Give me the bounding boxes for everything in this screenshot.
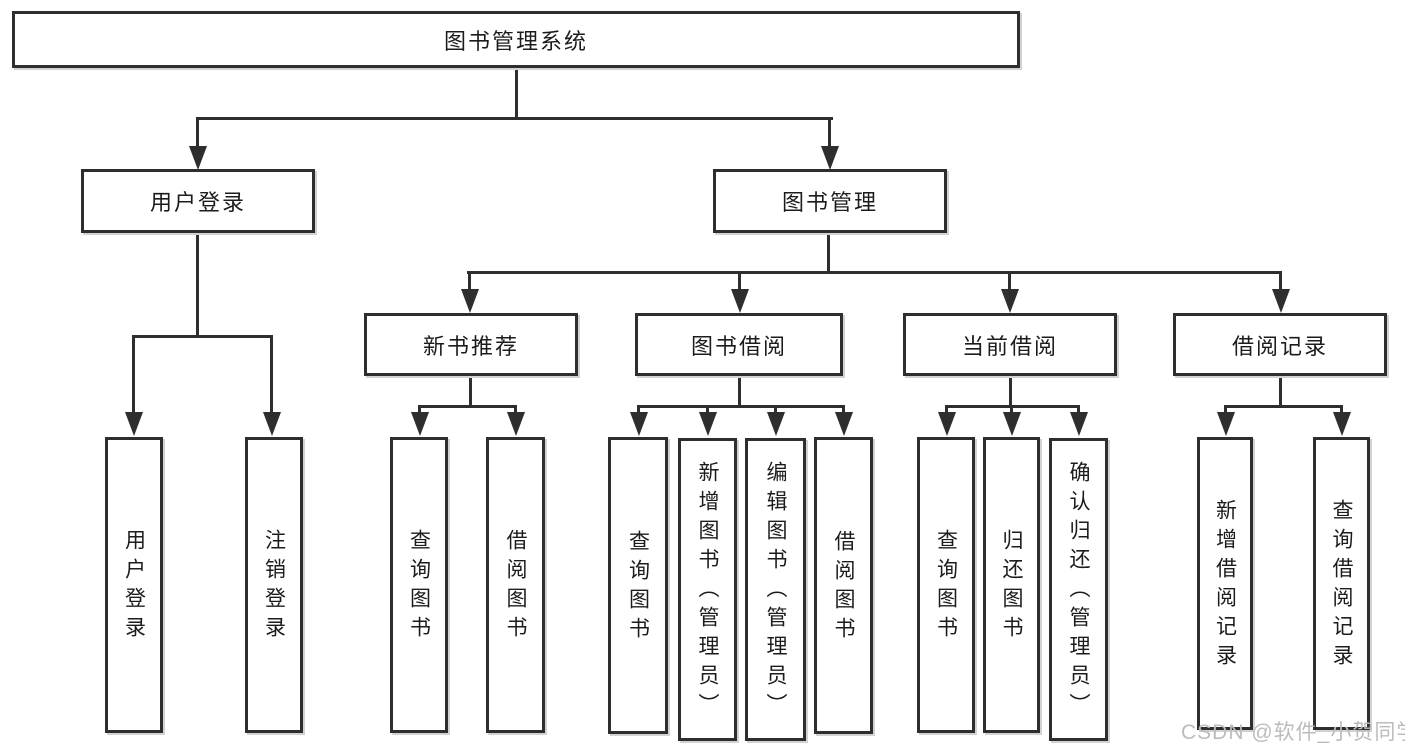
edge-drop-record-add bbox=[1224, 405, 1227, 415]
edge-drop-borrow-record bbox=[1279, 271, 1282, 292]
leaf-borrow-borrow-book: 借阅图书 bbox=[814, 437, 873, 734]
edge-drop-leaf-user-login bbox=[132, 335, 135, 414]
edge-newbook-stem bbox=[469, 376, 472, 408]
edge-drop-record-query bbox=[1340, 405, 1343, 415]
leaf-record-add-borrow-record: 新增借阅记录 bbox=[1197, 437, 1253, 730]
node-borrow-record: 借阅记录 bbox=[1173, 313, 1387, 376]
leaf-current-return-book: 归还图书 bbox=[983, 437, 1040, 733]
arrowhead-bookborrow-query bbox=[630, 412, 648, 436]
edge-drop-newbook-borrow bbox=[514, 405, 517, 415]
arrowhead-current-return bbox=[1003, 412, 1021, 436]
arrowhead-leaf-logout bbox=[263, 412, 281, 436]
node-current-borrow: 当前借阅 bbox=[903, 313, 1117, 376]
edge-borrowrecord-stem bbox=[1279, 376, 1282, 408]
leaf-newbook-query-book: 查询图书 bbox=[390, 437, 448, 733]
edge-bookmgmt-hbar bbox=[467, 271, 1282, 274]
leaf-borrow-add-book-admin: 新增图书（管理员） bbox=[678, 438, 737, 741]
leaf-current-query-book: 查询图书 bbox=[917, 437, 975, 733]
arrowhead-borrow-record bbox=[1272, 289, 1290, 313]
leaf-newbook-borrow-book: 借阅图书 bbox=[486, 437, 545, 733]
leaf-borrow-edit-book-admin: 编辑图书（管理员） bbox=[745, 438, 806, 741]
edge-drop-current-borrow bbox=[1008, 271, 1011, 292]
arrowhead-leaf-user-login bbox=[125, 412, 143, 436]
arrowhead-new-book-recommend bbox=[461, 289, 479, 313]
edge-drop-current-confirm bbox=[1077, 405, 1080, 415]
arrowhead-bookborrow-edit bbox=[767, 412, 785, 436]
leaf-logout: 注销登录 bbox=[245, 437, 303, 733]
node-book-management: 图书管理 bbox=[713, 169, 947, 233]
edge-drop-bookborrow-edit bbox=[774, 405, 777, 415]
edge-currentborrow-stem bbox=[1009, 376, 1012, 408]
csdn-watermark: CSDN @软件_小贺同学 bbox=[1181, 721, 1405, 744]
arrowhead-book-borrow bbox=[731, 289, 749, 313]
edge-drop-book-borrow bbox=[738, 271, 741, 292]
edge-drop-current-return bbox=[1010, 405, 1013, 415]
arrowhead-user-login bbox=[189, 146, 207, 170]
edge-userlogin-stem bbox=[196, 232, 199, 338]
edge-drop-current-query bbox=[945, 405, 948, 415]
edge-userlogin-hbar bbox=[132, 335, 273, 338]
edge-bookborrow-stem bbox=[738, 376, 741, 408]
node-user-login: 用户登录 bbox=[81, 169, 315, 233]
arrowhead-newbook-query bbox=[411, 412, 429, 436]
arrowhead-record-query bbox=[1333, 412, 1351, 436]
edge-drop-book-management bbox=[828, 117, 831, 150]
leaf-borrow-query-book: 查询图书 bbox=[608, 437, 668, 734]
node-book-borrow: 图书借阅 bbox=[635, 313, 843, 376]
node-new-book-recommend: 新书推荐 bbox=[364, 313, 578, 376]
arrowhead-current-query bbox=[938, 412, 956, 436]
edge-drop-user-login bbox=[196, 117, 199, 150]
edge-drop-bookborrow-add bbox=[706, 405, 709, 415]
leaf-record-query-borrow-record: 查询借阅记录 bbox=[1313, 437, 1370, 730]
leaf-current-confirm-return-admin: 确认归还（管理员） bbox=[1049, 438, 1108, 741]
edge-borrowrecord-hbar bbox=[1224, 405, 1343, 408]
edge-newbook-hbar bbox=[418, 405, 517, 408]
node-root-system: 图书管理系统 bbox=[12, 11, 1020, 68]
leaf-user-login: 用户登录 bbox=[105, 437, 163, 733]
edge-bookborrow-hbar bbox=[637, 405, 845, 408]
arrowhead-newbook-borrow bbox=[507, 412, 525, 436]
edge-drop-bookborrow-query bbox=[637, 405, 640, 415]
arrowhead-current-confirm bbox=[1070, 412, 1088, 436]
edge-root-stem bbox=[515, 68, 518, 120]
arrowhead-bookborrow-borrow bbox=[835, 412, 853, 436]
edge-drop-newbook-query bbox=[418, 405, 421, 415]
arrowhead-book-management bbox=[821, 146, 839, 170]
arrowhead-bookborrow-add bbox=[699, 412, 717, 436]
edge-bookmgmt-stem bbox=[827, 232, 830, 274]
edge-drop-new-book-recommend bbox=[468, 271, 471, 292]
edge-drop-bookborrow-borrow bbox=[842, 405, 845, 415]
edge-root-hbar bbox=[196, 117, 833, 120]
arrowhead-record-add bbox=[1217, 412, 1235, 436]
edge-drop-leaf-logout bbox=[270, 335, 273, 414]
arrowhead-current-borrow bbox=[1001, 289, 1019, 313]
